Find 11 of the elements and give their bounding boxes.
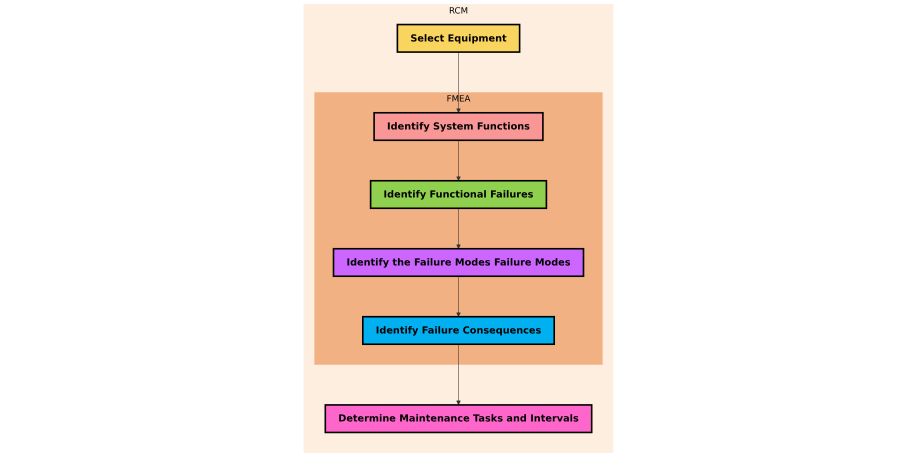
- node-box: Select Equipment: [396, 24, 520, 53]
- arrow: [456, 140, 461, 181]
- node-box: Identify Failure Consequences: [362, 316, 555, 346]
- arrow: [456, 344, 461, 406]
- arrow: [456, 276, 461, 317]
- node-box: Determine Maintenance Tasks and Intervals: [324, 404, 592, 434]
- node-box: Identify the Failure Modes Failure Modes: [332, 248, 584, 278]
- arrow: [456, 208, 461, 249]
- arrow: [456, 52, 461, 113]
- node-box: Identify System Functions: [373, 112, 544, 142]
- node-box: Identify Functional Failures: [370, 180, 548, 210]
